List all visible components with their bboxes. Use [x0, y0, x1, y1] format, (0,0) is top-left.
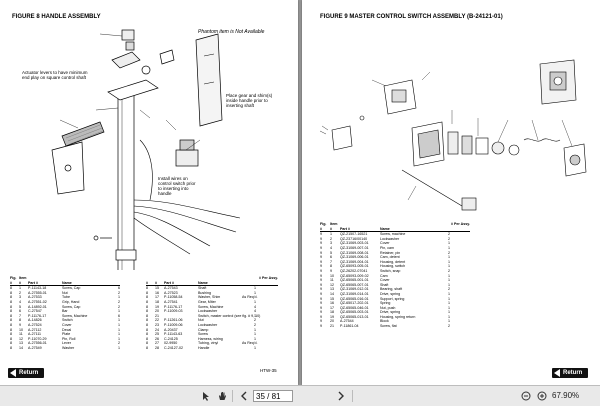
figure-8-title: FIGURE 8 HANDLE ASSEMBLY — [12, 14, 101, 20]
next-page-icon — [338, 391, 344, 401]
return-button-right[interactable]: Return — [552, 368, 589, 378]
back-arrow-icon — [10, 369, 16, 377]
back-arrow-icon — [554, 369, 560, 377]
zoom-in-button[interactable] — [536, 390, 548, 402]
phantom-note: Phantom item is Not Available — [198, 29, 265, 35]
master-control-switch-diagram — [319, 59, 587, 211]
note-actuator: Actuator levers to have minimum end play… — [22, 70, 88, 80]
pdf-toolbar: 67.90% — [0, 385, 600, 406]
select-icon — [203, 392, 209, 401]
select-tool-button[interactable] — [200, 390, 212, 402]
prev-page-icon — [241, 391, 247, 401]
zoom-out-icon — [521, 391, 531, 401]
hand-icon — [219, 392, 226, 400]
left-page: FIGURE 8 HANDLE ASSEMBLY Phantom item is… — [0, 0, 298, 385]
return-button-left[interactable]: Return — [8, 368, 45, 378]
hand-tool-button[interactable] — [216, 390, 228, 402]
note-wires: Install wires on control switch prior to… — [158, 176, 196, 196]
zoom-out-button[interactable] — [520, 390, 532, 402]
handle-assembly-diagram — [51, 29, 241, 270]
note-gear: Place gear and shim(s) inside handle pri… — [226, 93, 273, 108]
zoom-in-icon — [537, 391, 547, 401]
prev-page-button[interactable] — [238, 390, 250, 402]
page-number-input[interactable] — [253, 390, 293, 402]
right-page: FIGURE 9 MASTER CONTROL SWITCH ASSEMBLY … — [302, 0, 600, 385]
next-page-button[interactable] — [335, 390, 347, 402]
zoom-level[interactable]: 67.90% — [552, 391, 580, 400]
htw-code: HTW-35 — [260, 368, 277, 373]
figure-9-title: FIGURE 9 MASTER CONTROL SWITCH ASSEMBLY … — [320, 14, 503, 20]
